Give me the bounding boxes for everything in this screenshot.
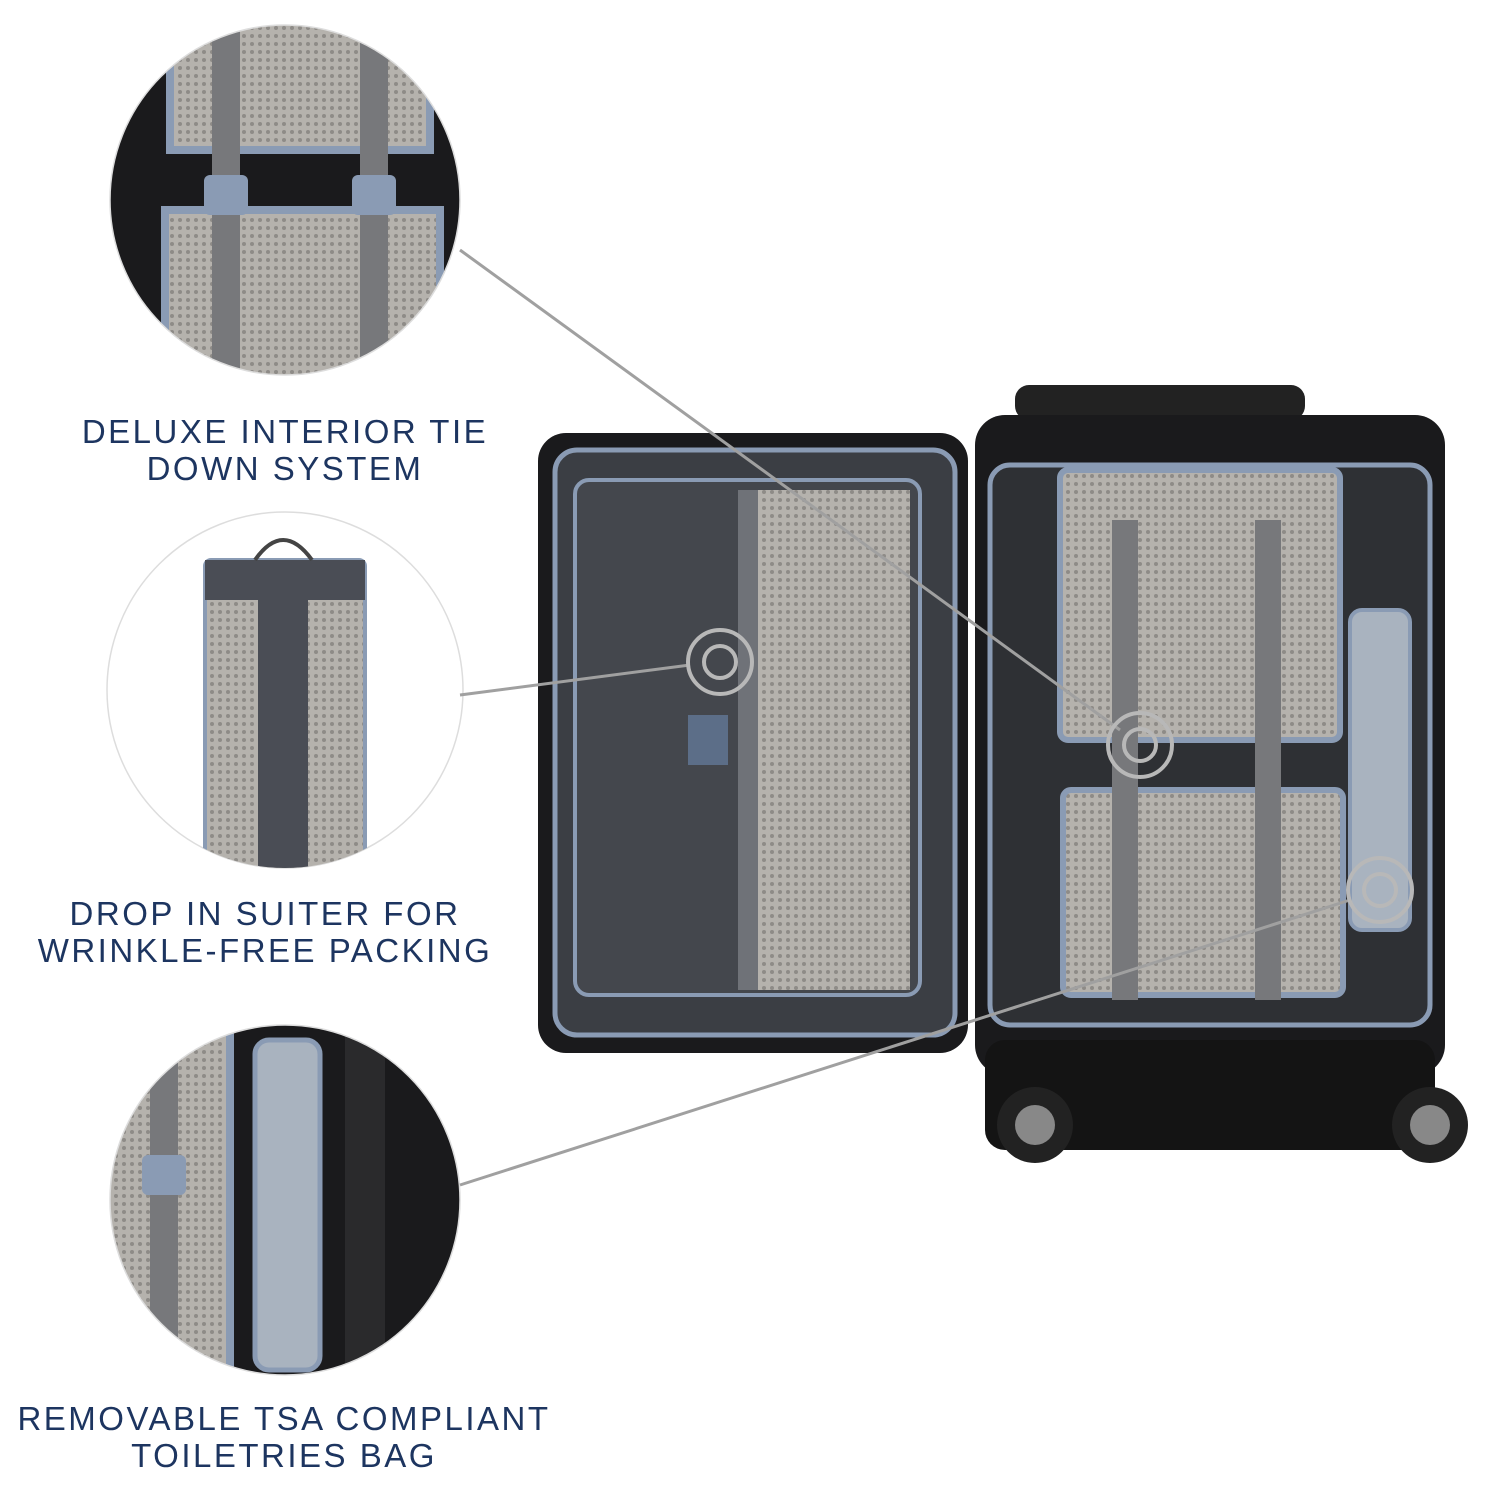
callout-line: DOWN SYSTEM [146,450,424,487]
callout-line: WRINKLE-FREE PACKING [37,932,493,969]
callout-line: REMOVABLE TSA COMPLIANT [17,1400,551,1437]
leader-line-tie-down [459,248,1121,732]
detail-circle-tie-down [109,24,461,376]
leader-line-suiter [459,663,691,697]
callout-label-toiletries: REMOVABLE TSA COMPLIANT TOILETRIES BAG [4,1400,564,1474]
callout-line: TOILETRIES BAG [131,1437,437,1474]
callout-line: DROP IN SUITER FOR [69,895,461,932]
leader-line-toiletries [459,898,1351,1187]
callout-label-suiter: DROP IN SUITER FOR WRINKLE-FREE PACKING [0,895,545,969]
toiletries-bag [1348,608,1412,932]
detail-circle-toiletries [109,1024,461,1376]
suitcase-body [975,385,1468,1163]
target-rings [686,628,1414,924]
suitcase-lid [538,433,968,1053]
brand-tag [688,715,728,765]
target-ring-tie-down [1106,711,1174,779]
callout-line: DELUXE INTERIOR TIE [81,413,489,450]
leader-lines [459,248,1351,1187]
target-ring-toiletries [1346,856,1414,924]
detail-circle-suiter [106,511,464,869]
target-ring-suiter [686,628,754,696]
callout-label-tie-down: DELUXE INTERIOR TIE DOWN SYSTEM [5,413,565,487]
